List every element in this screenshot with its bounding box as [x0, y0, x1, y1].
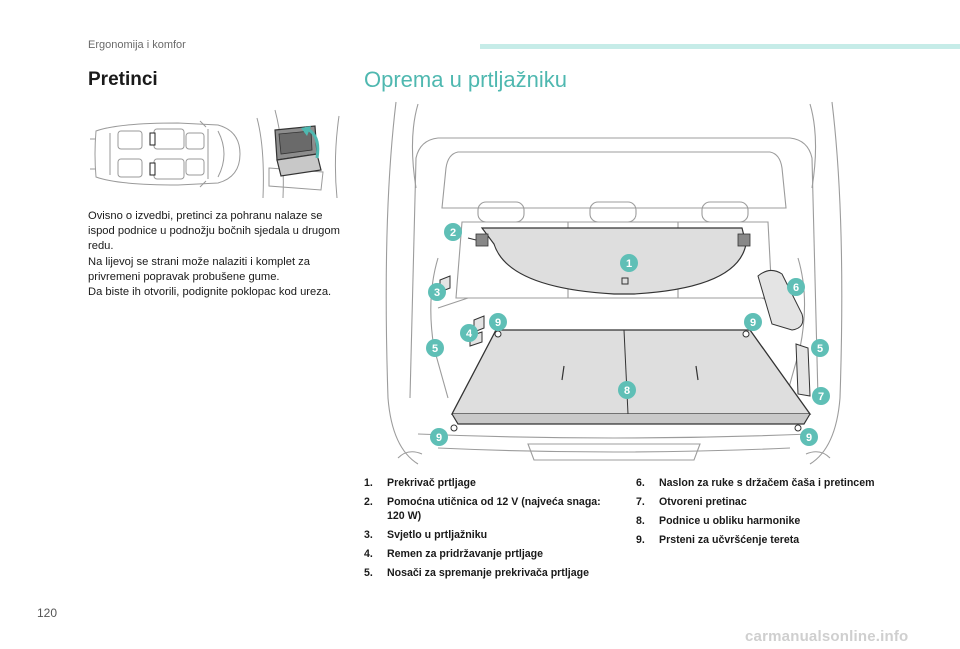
svg-text:4: 4 [466, 328, 473, 340]
trunk-illustration [385, 101, 843, 465]
storage-compartment-illustration [256, 109, 340, 199]
svg-text:9: 9 [806, 432, 812, 444]
legend-item: 5.Nosači za spremanje prekrivača prtljag… [364, 567, 589, 579]
legend-list-left: 1.Prekrivač prtljage 2.Pomoćna utičnica … [364, 476, 619, 585]
section-label: Ergonomija i komfor [88, 39, 186, 51]
svg-text:5: 5 [432, 343, 438, 355]
left-title: Pretinci [88, 69, 158, 90]
paragraph-2: Na lijevoj se strani može nalaziti i kom… [88, 255, 310, 283]
callout-8: 8 [618, 381, 636, 399]
legend-item: 8.Podnice u obliku harmonike [636, 515, 801, 527]
right-title: Oprema u prtljažniku [364, 67, 567, 92]
callout-9-bottom-right: 9 [800, 428, 818, 446]
callout-1: 1 [620, 254, 638, 272]
callout-7: 7 [812, 387, 830, 405]
legend-item: 4.Remen za pridržavanje prtljage [364, 548, 544, 560]
legend-item: 6.Naslon za ruke s držačem čaša i pretin… [636, 477, 875, 489]
callout-9-mid-right: 9 [744, 313, 762, 331]
header-accent-bar [480, 44, 960, 49]
legend-item: 3.Svjetlo u prtljažniku [364, 529, 488, 541]
trunk-callouts: 1 2 3 4 5 5 6 7 8 9 9 9 9 [426, 223, 830, 446]
callout-5-right: 5 [811, 339, 829, 357]
callout-3: 3 [428, 283, 446, 301]
svg-text:6: 6 [793, 282, 799, 294]
paragraph-3: Da biste ih otvorili, podignite poklopac… [88, 286, 332, 299]
svg-text:3: 3 [434, 287, 440, 299]
callout-9-mid-left: 9 [489, 313, 507, 331]
svg-text:9: 9 [495, 317, 501, 329]
svg-text:1: 1 [626, 258, 632, 270]
legend-list-right: 6.Naslon za ruke s držačem čaša i pretin… [636, 476, 876, 552]
callout-6: 6 [787, 278, 805, 296]
page-number: 120 [37, 606, 58, 620]
watermark: carmanualsonline.info [745, 628, 909, 645]
callout-5-left: 5 [426, 339, 444, 357]
svg-text:5: 5 [817, 343, 823, 355]
svg-text:7: 7 [818, 391, 824, 403]
legend-item: 9.Prsteni za učvršćenje tereta [636, 534, 800, 546]
legend-item: 7.Otvoreni pretinac [636, 496, 747, 508]
svg-text:9: 9 [750, 317, 756, 329]
svg-text:8: 8 [624, 385, 630, 397]
paragraph-1: Ovisno o izvedbi, pretinci za pohranu na… [88, 210, 340, 253]
legend-item: 2.Pomoćna utičnica od 12 V (najveća snag… [364, 496, 601, 522]
svg-text:9: 9 [436, 432, 442, 444]
callout-4: 4 [460, 324, 478, 342]
legend-item: 1.Prekrivač prtljage [364, 477, 476, 489]
car-top-view-illustration [90, 120, 241, 188]
svg-text:2: 2 [450, 227, 456, 239]
compartments-description: Ovisno o izvedbi, pretinci za pohranu na… [88, 209, 343, 300]
callout-9-bottom-left: 9 [430, 428, 448, 446]
callout-2: 2 [444, 223, 462, 241]
